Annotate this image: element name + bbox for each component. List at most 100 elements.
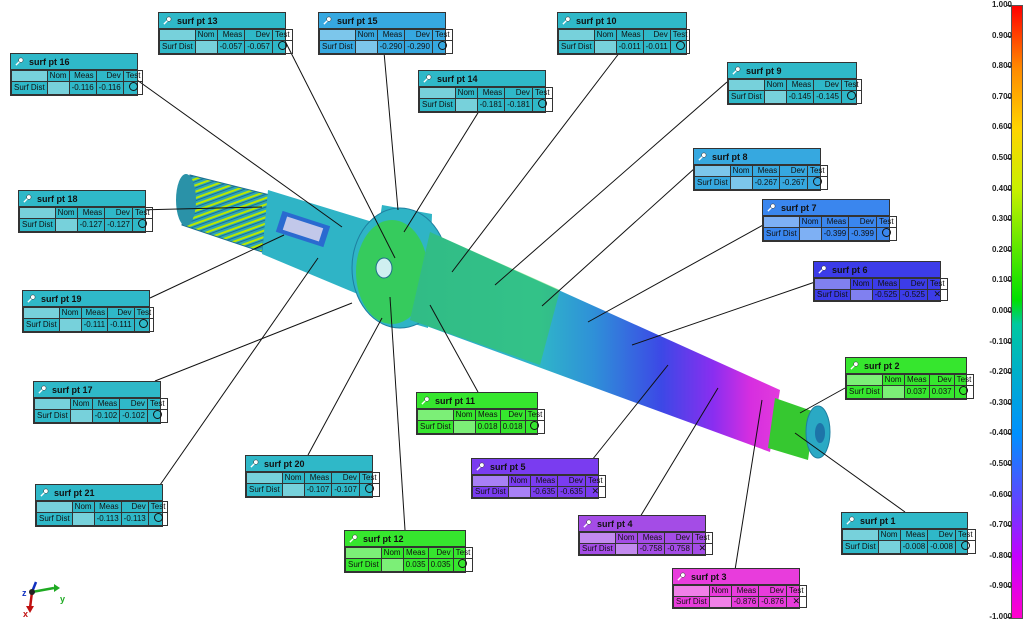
callout-header: surf pt 6: [814, 262, 940, 278]
callout-title: surf pt 9: [746, 65, 782, 76]
legend-tick-mark: [1006, 433, 1011, 435]
callout-table: Nom Meas Dev Test Surf Dist -0.102 -0.10…: [34, 398, 168, 423]
col-header-test: Test: [875, 216, 897, 228]
callout-pt16[interactable]: surf pt 16 Nom Meas Dev Test Surf Dist -…: [10, 53, 144, 96]
callout-header: surf pt 8: [694, 149, 820, 165]
col-header-nom: Nom: [877, 529, 901, 541]
legend-tick-label: -0.500: [989, 459, 1012, 468]
callout-title: surf pt 5: [490, 461, 526, 472]
callout-pt9[interactable]: surf pt 9 Nom Meas Dev Test Surf Dist -0…: [727, 62, 862, 105]
col-header-nom: Nom: [380, 547, 404, 559]
meas-value: 0.035: [402, 558, 429, 572]
callout-pt15[interactable]: surf pt 15 Nom Meas Dev Test Surf Dist -…: [318, 12, 453, 55]
pushpin-icon: [698, 152, 707, 161]
callout-pt18[interactable]: surf pt 18 Nom Meas Dev Test Surf Dist -…: [18, 190, 153, 233]
col-header-dev: Dev: [331, 472, 360, 484]
callout-title: surf pt 6: [832, 264, 868, 275]
color-scale-legend: [1011, 5, 1023, 619]
legend-tick-mark: [1006, 372, 1011, 374]
col-header-meas: Meas: [91, 398, 121, 410]
dev-value: -0.057: [244, 40, 273, 54]
col-header-test: Test: [691, 532, 713, 544]
dev-value: -0.008: [927, 540, 956, 554]
legend-tick-label: 0.800: [991, 61, 1012, 71]
dev-value: -0.116: [95, 81, 124, 95]
callout-pt8[interactable]: surf pt 8 Nom Meas Dev Test Surf Dist -0…: [693, 148, 828, 191]
dev-value: -0.113: [120, 512, 149, 526]
pushpin-icon: [846, 516, 855, 525]
col-header-meas: Meas: [820, 216, 850, 228]
row-label: Surf Dist: [694, 176, 731, 190]
circle-icon: [152, 410, 162, 419]
x-icon: ✕: [792, 596, 801, 606]
col-header-test: Test: [531, 87, 553, 99]
meas-value: -0.102: [91, 409, 121, 423]
col-header-meas: Meas: [785, 79, 815, 91]
callout-pt20[interactable]: surf pt 20 Nom Meas Dev Test Surf Dist -…: [245, 455, 380, 498]
legend-tick-label: -0.900: [989, 581, 1012, 591]
circle-icon: [277, 41, 287, 50]
callout-header: surf pt 17: [34, 382, 160, 398]
callout-pt14[interactable]: surf pt 14 Nom Meas Dev Test Surf Dist -…: [418, 70, 553, 113]
dev-value: 0.035: [427, 558, 454, 572]
col-header-nom: Nom: [507, 475, 531, 487]
col-header-meas: Meas: [871, 278, 901, 290]
callout-title: surf pt 20: [264, 458, 305, 469]
callout-title: surf pt 1: [860, 515, 896, 526]
callout-pt5[interactable]: surf pt 5 Nom Meas Dev Test Surf Dist -0…: [471, 458, 606, 499]
callout-pt1[interactable]: surf pt 1 Nom Meas Dev Test Surf Dist -0…: [841, 512, 976, 555]
callout-pt10[interactable]: surf pt 10 Nom Meas Dev Test Surf Dist -…: [557, 12, 691, 55]
col-header-nom: Nom: [763, 79, 787, 91]
nom-value: [593, 40, 617, 54]
meas-value: -0.057: [216, 40, 246, 54]
x-icon: ✕: [933, 289, 942, 299]
col-header-meas: Meas: [730, 585, 760, 597]
callout-table: Nom Meas Dev Test Surf Dist -0.267 -0.26…: [694, 165, 828, 190]
x-axis-label: x: [23, 609, 28, 618]
col-header-nom: Nom: [71, 501, 95, 513]
callout-pt2[interactable]: surf pt 2 Nom Meas Dev Test Surf Dist 0.…: [845, 357, 975, 400]
callout-pt11[interactable]: surf pt 11 Nom Meas Dev Test Surf Dist 0…: [416, 392, 546, 435]
callout-pt19[interactable]: surf pt 19 Nom Meas Dev Test Surf Dist -…: [22, 290, 155, 333]
callout-table: Nom Meas Dev Test Surf Dist -0.399 -0.39…: [763, 216, 897, 241]
circle-icon: [881, 228, 891, 237]
row-label: Surf Dist: [419, 98, 456, 112]
callout-pt4[interactable]: surf pt 4 Nom Meas Dev Test Surf Dist -0…: [578, 515, 713, 556]
col-header-test: Test: [953, 374, 975, 386]
col-header-test: Test: [147, 501, 169, 513]
col-header-dev: Dev: [107, 307, 135, 319]
callout-pt7[interactable]: surf pt 7 Nom Meas Dev Test Surf Dist -0…: [762, 199, 897, 242]
callout-table: Nom Meas Dev Test Surf Dist -0.758 -0.75…: [579, 532, 713, 555]
pushpin-icon: [421, 396, 430, 405]
circle-icon: [530, 421, 540, 430]
meas-value: -0.758: [636, 543, 666, 555]
callout-title: surf pt 18: [37, 193, 78, 204]
callout-title: surf pt 14: [437, 73, 478, 84]
row-label: Surf Dist: [814, 289, 851, 301]
callout-table: Nom Meas Dev Test Surf Dist -0.057 -0.05…: [159, 29, 293, 54]
row-label: Surf Dist: [728, 90, 765, 104]
legend-tick-label: 0.300: [991, 214, 1012, 224]
pushpin-icon: [423, 74, 432, 83]
callout-pt21[interactable]: surf pt 21 Nom Meas Dev Test Surf Dist -…: [35, 484, 169, 527]
callout-header: surf pt 7: [763, 200, 889, 216]
circle-icon: [137, 219, 147, 228]
row-label: Surf Dist: [19, 218, 56, 232]
callout-pt13[interactable]: surf pt 13 Nom Meas Dev Test Surf Dist -…: [158, 12, 293, 55]
callout-table: Nom Meas Dev Test Surf Dist -0.127 -0.12…: [19, 207, 153, 232]
callout-pt3[interactable]: surf pt 3 Nom Meas Dev Test Surf Dist -0…: [672, 568, 807, 609]
col-header-nom: Nom: [58, 307, 82, 319]
legend-tick-label: -0.300: [989, 397, 1012, 407]
col-header-meas: Meas: [76, 207, 106, 219]
meas-value: 0.018: [474, 420, 501, 434]
pushpin-icon: [323, 16, 332, 25]
callout-pt12[interactable]: surf pt 12 Nom Meas Dev Test Surf Dist 0…: [344, 530, 474, 573]
callout-table: Nom Meas Dev Test Surf Dist -0.011 -0.01…: [558, 29, 691, 54]
legend-tick-mark: [1006, 617, 1011, 618]
callout-pt6[interactable]: surf pt 6 Nom Meas Dev Test Surf Dist -0…: [813, 261, 948, 302]
callout-pt17[interactable]: surf pt 17 Nom Meas Dev Test Surf Dist -…: [33, 381, 168, 424]
callout-table: Nom Meas Dev Test Surf Dist -0.107 -0.10…: [246, 472, 380, 497]
callout-table: Nom Meas Dev Test Surf Dist -0.008 -0.00…: [842, 529, 976, 554]
col-header-test: Test: [954, 529, 976, 541]
